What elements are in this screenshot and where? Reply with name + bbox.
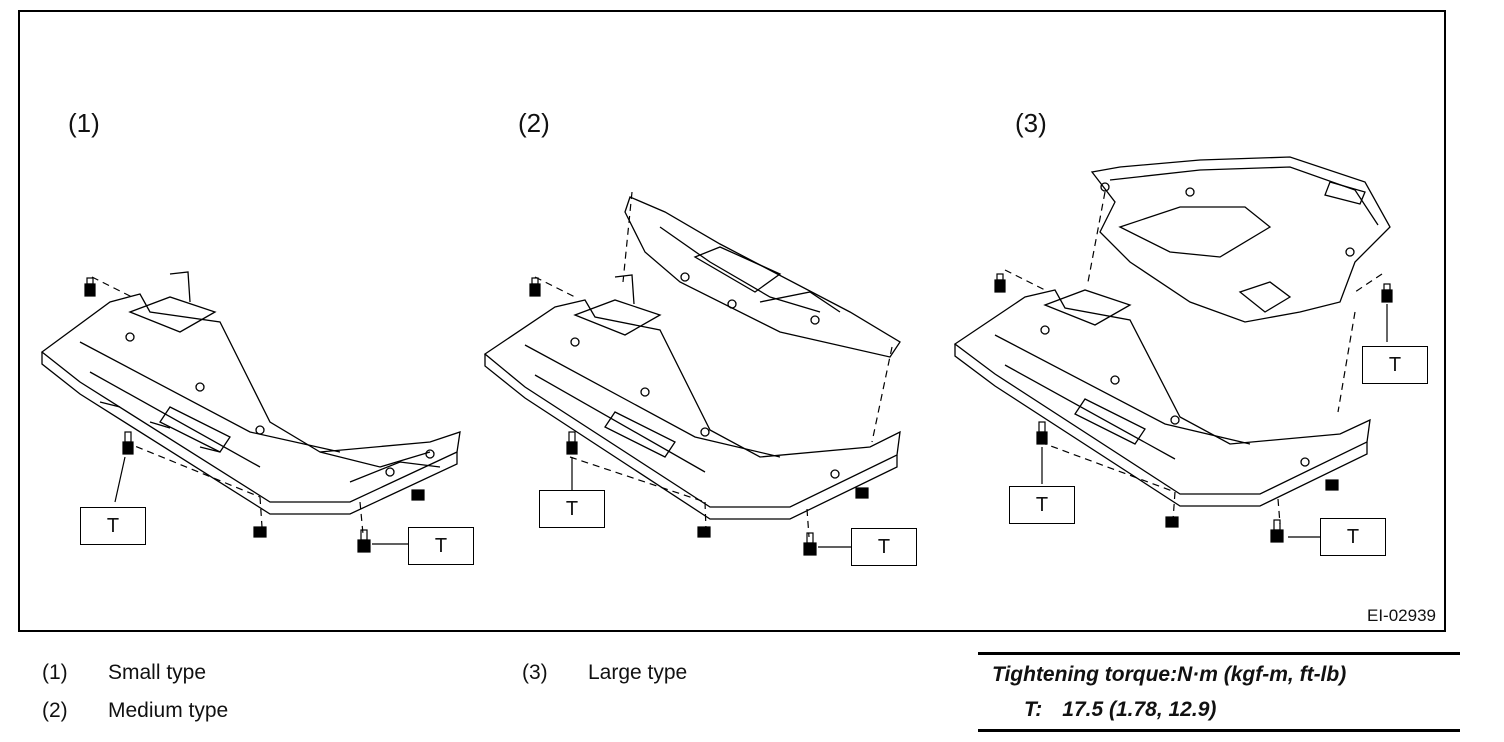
torque-key: T: bbox=[1024, 698, 1043, 721]
diagram-frame: (1) (2) (3) T T T T T T T EI-02939 bbox=[18, 10, 1446, 632]
legend-number: (1) bbox=[42, 661, 68, 684]
legend-number: (3) bbox=[522, 661, 548, 684]
large-under-cover bbox=[953, 156, 1391, 507]
medium-under-cover bbox=[483, 196, 901, 520]
legend-text: Small type bbox=[108, 661, 207, 684]
torque-value-row: T: 17.5 (1.78, 12.9) bbox=[1024, 698, 1216, 722]
torque-callout-t: T bbox=[1362, 346, 1428, 384]
tightening-torque-table: Tightening torque:N·m (kgf-m, ft-lb) T: 1… bbox=[978, 652, 1460, 732]
torque-title: Tightening torque:N·m (kgf-m, ft-lb) bbox=[992, 663, 1347, 686]
torque-spec: 17.5 (1.78, 12.9) bbox=[1062, 698, 1217, 721]
panel-label-small: (1) bbox=[68, 108, 100, 138]
figure-id: EI-02939 bbox=[1367, 606, 1436, 625]
legend-number: (2) bbox=[42, 699, 68, 722]
torque-callout-t: T bbox=[851, 528, 917, 566]
panel-label-medium: (2) bbox=[518, 108, 550, 138]
medium-cover-bolts bbox=[529, 191, 893, 556]
torque-callout-t: T bbox=[539, 490, 605, 528]
under-cover-illustrations bbox=[40, 156, 1393, 556]
large-cover-bolts bbox=[994, 191, 1393, 543]
small-cover-bolts bbox=[84, 276, 425, 553]
small-under-cover bbox=[40, 271, 461, 515]
torque-callout-t: T bbox=[408, 527, 474, 565]
panel-label-large: (3) bbox=[1015, 108, 1047, 138]
legend-text: Medium type bbox=[108, 699, 229, 722]
legend-text: Large type bbox=[588, 661, 688, 684]
torque-callout-t: T bbox=[1320, 518, 1386, 556]
torque-callout-t: T bbox=[1009, 486, 1075, 524]
torque-callout-t: T bbox=[80, 507, 146, 545]
